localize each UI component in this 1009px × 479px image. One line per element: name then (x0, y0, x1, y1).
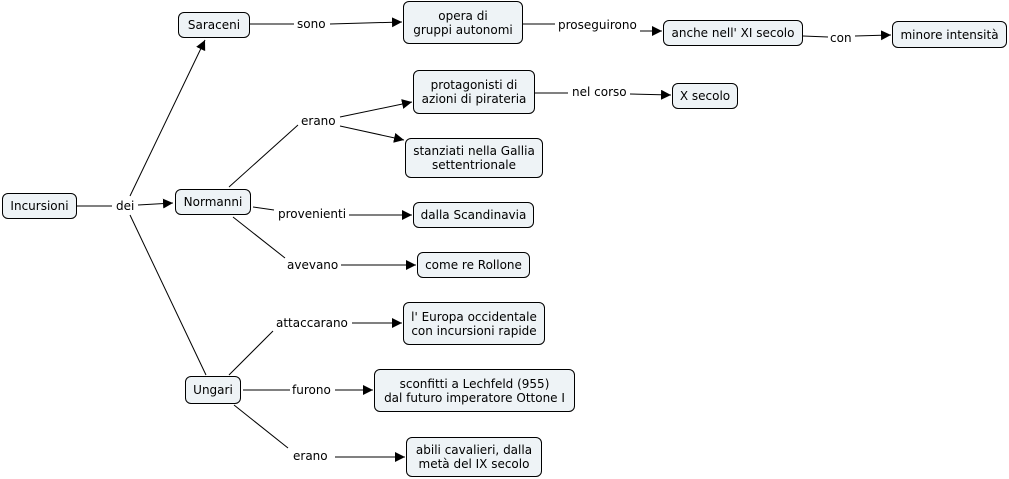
connector-normanni-provenienti (252, 206, 275, 211)
concept-x-secolo[interactable]: X secolo (672, 83, 738, 109)
concept-normanni[interactable]: Normanni (175, 189, 251, 215)
connector-con-minore (854, 30, 892, 41)
connector-ungari-attaccarano (228, 330, 274, 376)
link-phrase-erano-ungari[interactable]: erano (292, 449, 329, 463)
concept-opera-gruppi-autonomi[interactable]: opera di gruppi autonomi (403, 1, 523, 44)
connector-sono-opera (329, 17, 403, 28)
concept-sconfitti-lechfeld[interactable]: sconfitti a Lechfeld (955) dal futuro im… (374, 369, 575, 412)
connector-normanni-avevano (232, 216, 286, 259)
concept-minore-intensita[interactable]: minore intensità (892, 21, 1007, 48)
link-phrase-attaccarano[interactable]: attaccarano (275, 316, 349, 330)
link-phrase-furono[interactable]: furono (291, 383, 332, 397)
connector-nelcorso-xsecolo (629, 89, 672, 100)
concept-abili-cavalieri[interactable]: abili cavalieri, dalla metà del IX secol… (406, 437, 542, 477)
link-phrase-con[interactable]: con (829, 31, 853, 45)
link-phrase-sono[interactable]: sono (296, 17, 327, 31)
connector-erano-protagonisti (339, 99, 413, 118)
concept-come-re-rollone[interactable]: come re Rollone (417, 252, 530, 278)
concept-protagonisti-pirateria[interactable]: protagonisti di azioni di pirateria (413, 70, 535, 114)
link-phrase-proseguirono[interactable]: proseguirono (557, 18, 638, 32)
connector-anche-con (802, 35, 829, 38)
concept-europa-occidentale[interactable]: l' Europa occidentale con incursioni rap… (403, 302, 545, 345)
connector-dei-ungari (129, 214, 207, 376)
link-phrase-dei[interactable]: dei (115, 199, 136, 213)
connector-ungari-erano (233, 404, 289, 449)
link-phrase-avevano[interactable]: avevano (286, 258, 340, 272)
link-phrase-provenienti[interactable]: provenienti (277, 207, 348, 221)
concept-saraceni[interactable]: Saraceni (178, 12, 250, 38)
concept-dalla-scandinavia[interactable]: dalla Scandinavia (413, 202, 534, 228)
link-phrase-erano-normanni[interactable]: erano (300, 114, 337, 128)
concept-anche-xi-secolo[interactable]: anche nell' XI secolo (663, 20, 803, 46)
link-phrase-nel-corso[interactable]: nel corso (571, 85, 628, 99)
connector-normanni-erano (228, 124, 299, 188)
concept-stanziati-gallia[interactable]: stanziati nella Gallia settentrionale (405, 138, 543, 178)
concept-ungari[interactable]: Ungari (185, 376, 241, 404)
connector-dei-saraceni (129, 39, 206, 197)
connector-dei-normanni (137, 198, 174, 209)
connector-erano-stanziati (339, 125, 405, 143)
concept-incursioni[interactable]: Incursioni (2, 193, 77, 219)
